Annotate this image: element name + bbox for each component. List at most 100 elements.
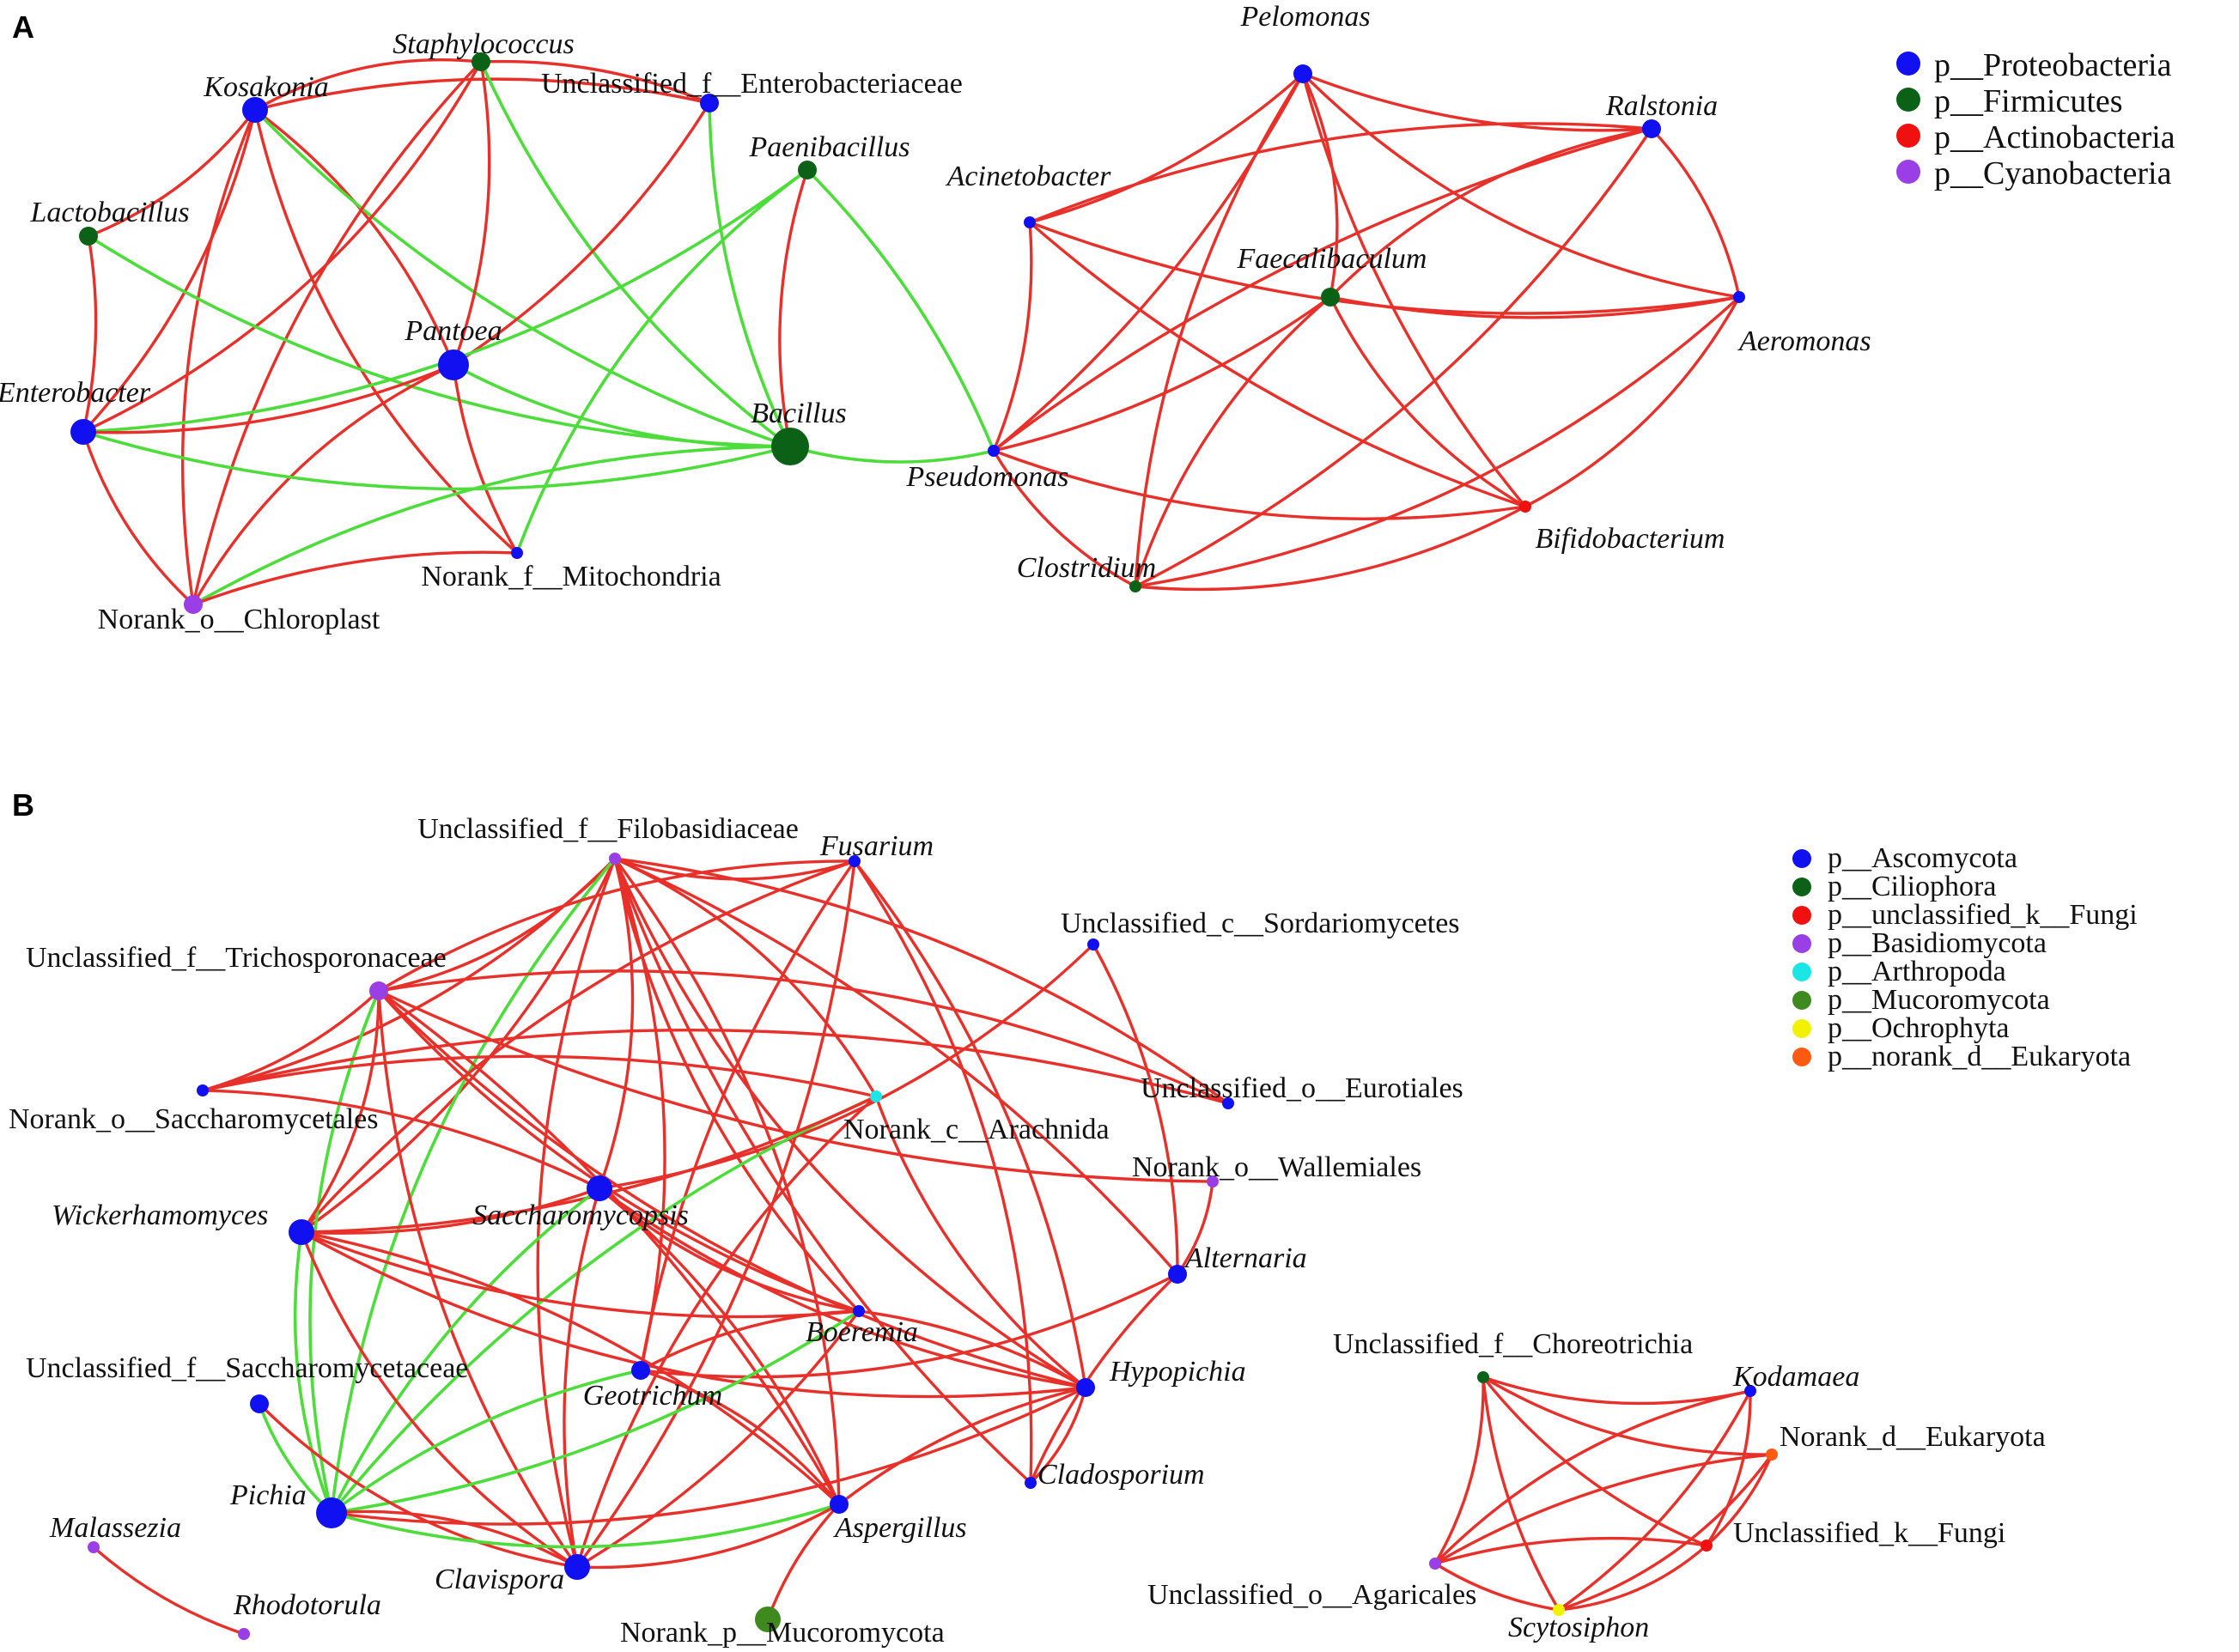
- panel-b-node-scytosiphon[interactable]: [1553, 1604, 1565, 1616]
- panel-b-node-label-clavispora: Clavispora: [435, 1564, 564, 1595]
- panel-b-node-clavispora[interactable]: [564, 1554, 590, 1580]
- panel-b-node-label-saccharomycopsis: Saccharomycopsis: [472, 1200, 689, 1231]
- panel-b-node-trichosporonaceae[interactable]: [369, 981, 388, 1000]
- panel-b-node-pichia[interactable]: [316, 1497, 347, 1528]
- panel-a-edge-kosakonia-enterobacteriaceae: [253, 77, 711, 112]
- panel-b-node-saccharomycetales[interactable]: [197, 1084, 209, 1096]
- panel-b-edge-trichosporonaceae-boeremia: [377, 989, 861, 1313]
- panel-b-legend-label-basidiomycota: p__Basidiomycota: [1828, 927, 2047, 959]
- panel-a-node-bacillus[interactable]: [771, 428, 809, 465]
- panel-b-node-eukaryota[interactable]: [1766, 1449, 1778, 1461]
- panel-b-node-agaricales[interactable]: [1429, 1558, 1441, 1570]
- panel-a-edge-faecalibaculum-aeromonas: [1329, 295, 1741, 319]
- panel-b-node-wickerhamomyces[interactable]: [289, 1219, 314, 1245]
- panel-a-edge-staphylococcus-bacillus: [479, 60, 792, 448]
- panel-a-edge-kosakonia-lactobacillus: [87, 108, 257, 238]
- panel-b-edge-saccharomycetaceae-clavispora: [258, 1402, 579, 1569]
- panel-b-node-label-alternaria: Alternaria: [1183, 1242, 1307, 1274]
- panel-a-node-faecalibaculum[interactable]: [1321, 288, 1340, 307]
- panel-a-node-label-staphylococcus: Staphylococcus: [392, 28, 575, 60]
- panel-a-letter: A: [12, 9, 34, 45]
- panel-b-node-arachnida[interactable]: [870, 1090, 882, 1102]
- panel-a-edge-acinetobacter-bifidobacterium: [1028, 221, 1527, 508]
- panel-a-edge-faecalibaculum-clostridium: [1134, 295, 1332, 588]
- panel-b-node-malassezia[interactable]: [88, 1541, 100, 1553]
- panel-a-legend-label-proteobacteria: p__Proteobacteria: [1934, 47, 2172, 83]
- panel-b-legend-swatch-mucoromycota: [1792, 991, 1811, 1010]
- panel-b-node-kodamaea[interactable]: [1744, 1385, 1756, 1397]
- panel-a-node-acinetobacter[interactable]: [1024, 216, 1036, 228]
- panel-b-legend-label-ascomycota: p__Ascomycota: [1828, 842, 2017, 874]
- panel-b-node-cladosporium[interactable]: [1025, 1477, 1037, 1489]
- panel-b-edge-unclfungi-scytosiphon: [1557, 1544, 1708, 1612]
- panel-b-edge-choreotrichia-scytosiphon: [1482, 1376, 1561, 1612]
- panel-b-node-label-hypopichia: Hypopichia: [1109, 1356, 1246, 1388]
- panel-b-edge-boeremia-hypopichia: [857, 1309, 1087, 1389]
- panel-a-node-bifidobacterium[interactable]: [1519, 501, 1531, 513]
- panel-a-node-label-bacillus: Bacillus: [751, 398, 846, 429]
- panel-a-node-label-lactobacillus: Lactobacillus: [29, 197, 189, 228]
- panel-b-edge-wickerhamomyces-aspergillus: [300, 1230, 841, 1506]
- panel-b-edge-wickerhamomyces-pichia: [293, 1230, 333, 1515]
- panel-b-node-mucoromycota[interactable]: [755, 1606, 781, 1632]
- panel-a-edge-pantoea-mitochondria: [452, 363, 519, 555]
- panel-b-node-unclfungi[interactable]: [1701, 1540, 1713, 1552]
- panel-a-node-enterobacter[interactable]: [70, 419, 96, 445]
- panel-a-node-paenibacillus[interactable]: [798, 161, 817, 179]
- panel-a-edge-enterobacteriaceae-bacillus: [708, 101, 792, 448]
- panel-b-node-boeremia[interactable]: [853, 1305, 865, 1317]
- panel-b-node-rhodotorula[interactable]: [238, 1628, 250, 1640]
- panel-b-node-eurotiales[interactable]: [1222, 1097, 1234, 1109]
- panel-a-node-clostridium[interactable]: [1129, 580, 1141, 592]
- panel-b-node-hypopichia[interactable]: [1076, 1378, 1095, 1397]
- panel-a-node-kosakonia[interactable]: [242, 97, 268, 123]
- panel-b-edge-pichia-aspergillus: [330, 1503, 841, 1549]
- panel-b-node-saccharomycopsis[interactable]: [587, 1175, 612, 1201]
- panel-a-node-staphylococcus[interactable]: [472, 52, 490, 71]
- panel-a-node-aeromonas[interactable]: [1733, 291, 1745, 303]
- panel-a-node-pseudomonas[interactable]: [988, 445, 1000, 457]
- panel-a-node-label-acinetobacter: Acinetobacter: [946, 161, 1111, 192]
- panel-a-node-chloroplast[interactable]: [184, 595, 203, 614]
- panel-a-node-label-pantoea: Pantoea: [404, 315, 502, 347]
- panel-b-edge-fusarium-hypopichia: [853, 859, 1087, 1389]
- panel-a-node-lactobacillus[interactable]: [79, 227, 98, 246]
- panel-a-edge-bacillus-pseudomonas: [788, 445, 995, 464]
- panel-b-node-label-choreotrichia: Unclassified_f__Choreotrichia: [1333, 1328, 1693, 1360]
- panel-a-node-mitochondria[interactable]: [511, 547, 523, 559]
- panel-b-edge-fusarium-trichosporonaceae: [377, 859, 856, 993]
- panel-b-node-aspergillus[interactable]: [830, 1495, 849, 1514]
- panel-b-node-alternaria[interactable]: [1168, 1265, 1187, 1284]
- panel-b-edge-boeremia-pichia: [330, 1309, 861, 1515]
- panel-a-node-pantoea[interactable]: [438, 349, 469, 380]
- panel-b-edge-agaricales-scytosiphon: [1433, 1562, 1561, 1612]
- panel-a-node-ralstonia[interactable]: [1642, 119, 1661, 138]
- panel-a-edge-kosakonia-mitochondria: [253, 108, 519, 555]
- panel-b-legend-swatch-ochrophyta: [1792, 1019, 1811, 1038]
- panel-b-edge-filobasidiaceae-wickerhamomyces: [300, 857, 617, 1234]
- panel-b-edge-eukaryota-scytosiphon: [1557, 1453, 1774, 1612]
- panel-a-node-label-ralstonia: Ralstonia: [1605, 90, 1718, 122]
- panel-b-node-fusarium[interactable]: [849, 855, 861, 867]
- panel-b-node-sordariomycetes[interactable]: [1087, 938, 1099, 951]
- panel-b-node-filobasidiaceae[interactable]: [609, 853, 621, 865]
- panel-b-node-label-scytosiphon: Scytosiphon: [1508, 1612, 1649, 1643]
- panel-b-edge-saccharomycopsis-hypopichia: [598, 1187, 1087, 1389]
- panel-b-node-wallemiales[interactable]: [1207, 1175, 1219, 1187]
- panel-a-node-enterobacteriaceae[interactable]: [700, 94, 719, 112]
- panel-b-node-geotrichum[interactable]: [631, 1361, 650, 1380]
- panel-a-edge-aeromonas-clostridium: [1134, 295, 1741, 588]
- panel-b-edge-pichia-clavispora: [330, 1509, 579, 1569]
- panel-a-edge-ralstonia-pseudomonas: [992, 127, 1653, 452]
- panel-b-edge-clavispora-aspergillus: [575, 1503, 841, 1570]
- panel-b-node-choreotrichia[interactable]: [1477, 1371, 1489, 1383]
- panel-b-node-saccharomycetaceae[interactable]: [250, 1394, 269, 1413]
- panel-a-node-pelomonas[interactable]: [1293, 64, 1312, 83]
- panel-a-legend-label-cyanobacteria: p__Cyanobacteria: [1934, 155, 2172, 191]
- panel-b-edge-boeremia-geotrichum: [639, 1309, 861, 1372]
- panel-b-edge-eukaryota-agaricales: [1433, 1453, 1774, 1565]
- panel-a-edge-pantoea-chloroplast: [192, 363, 455, 606]
- panel-a-edge-kosakonia-bacillus: [253, 108, 792, 448]
